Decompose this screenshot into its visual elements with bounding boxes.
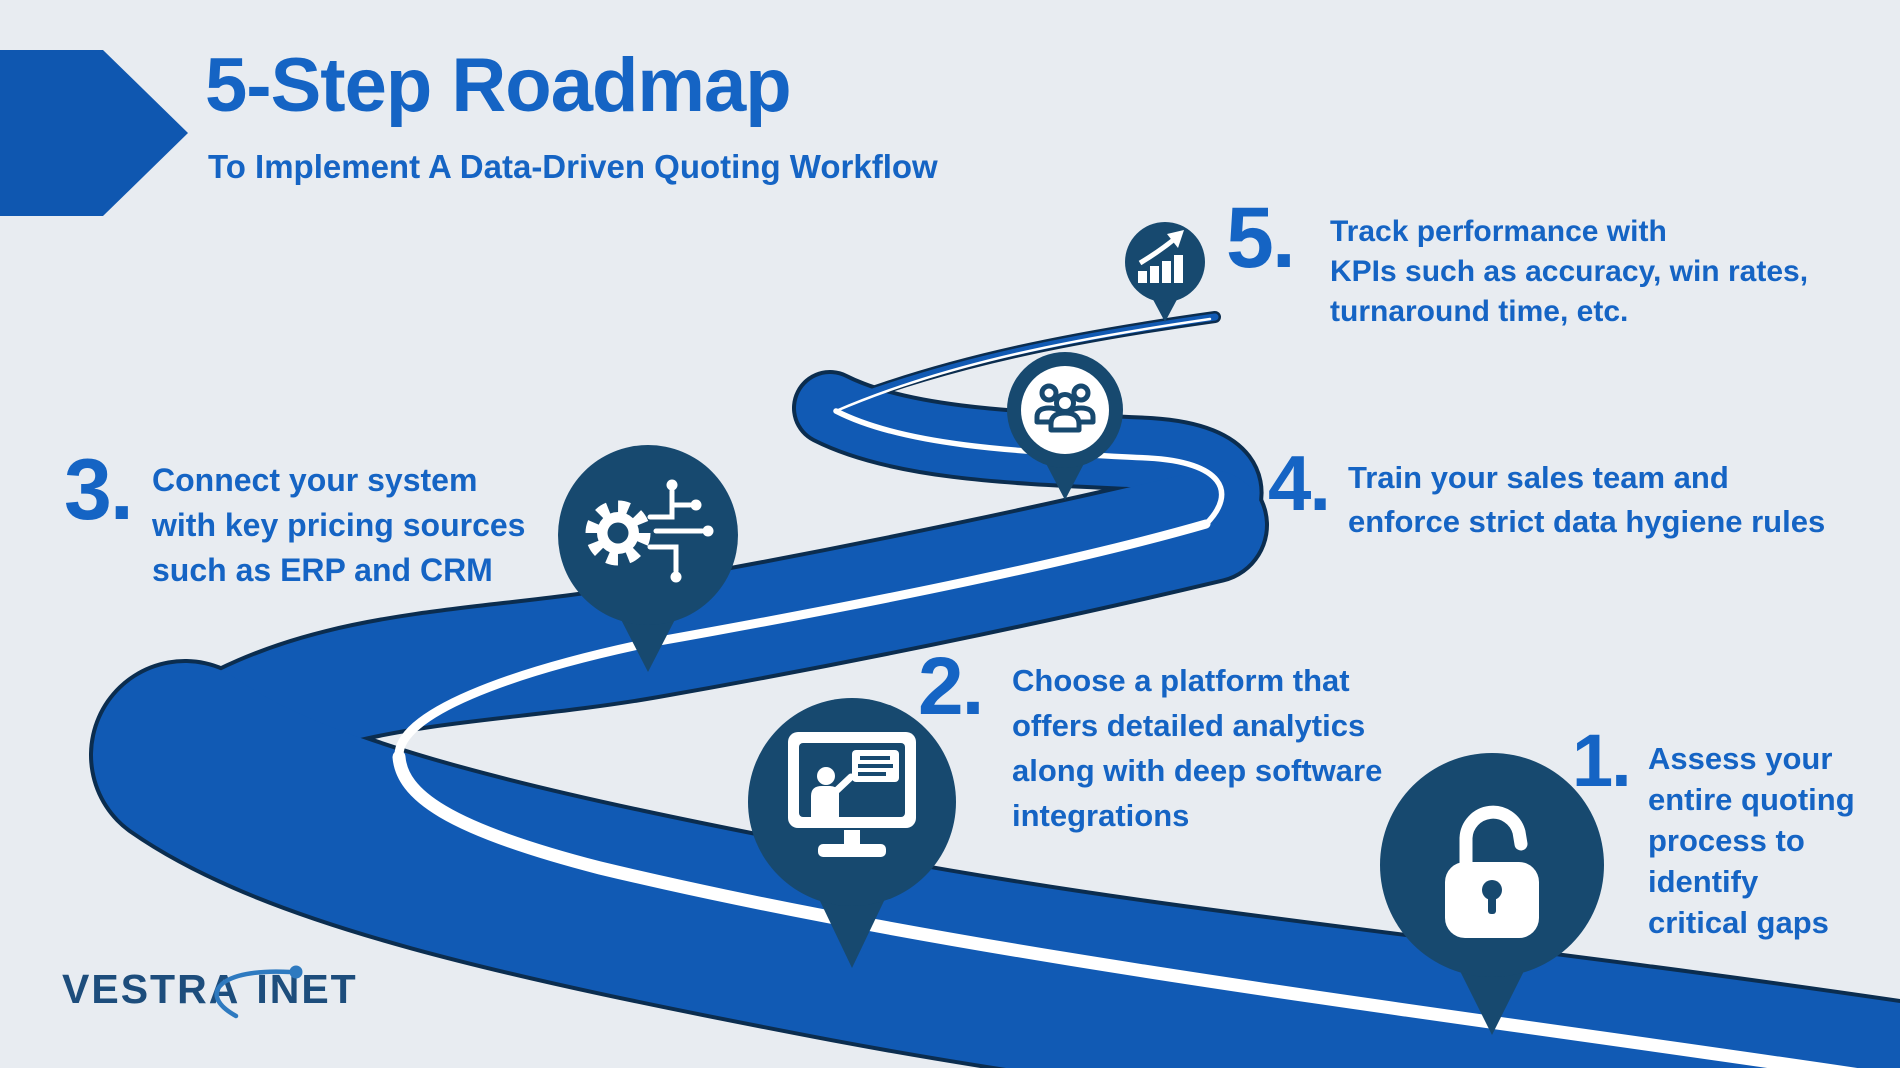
step-4-line: Train your sales team and <box>1348 460 1729 495</box>
header-arrow-shape <box>0 50 188 216</box>
logo-word-primary: VESTRA <box>62 966 241 1012</box>
unlocked-padlock-icon <box>1445 805 1539 938</box>
step-3-line: such as ERP and CRM <box>152 552 493 588</box>
step-5-number: 5. <box>1226 190 1296 286</box>
step-5-pin <box>1125 222 1205 322</box>
presentation-monitor-icon <box>788 732 916 857</box>
step-3-text: Connect your system with key pricing sou… <box>152 458 525 593</box>
step-4-text: Train your sales team and enforce strict… <box>1348 456 1825 544</box>
step-3-number: 3. <box>64 442 134 538</box>
step-5-text: Track performance with KPIs such as accu… <box>1330 212 1808 332</box>
road-center-line <box>392 317 1858 1068</box>
vestra-inet-logo: VESTRA INET <box>62 965 402 1036</box>
page-subtitle: To Implement A Data-Driven Quoting Workf… <box>208 148 938 185</box>
step-4-pin <box>1007 352 1123 500</box>
step-4-line: enforce strict data hygiene rules <box>1348 504 1826 539</box>
step-1-text: Assess your entire quoting process to id… <box>1648 738 1855 943</box>
step-1-line: entire quoting <box>1648 782 1855 817</box>
step-4-number: 4. <box>1268 439 1331 527</box>
step-2-number: 2. <box>918 641 984 732</box>
step-2-pin <box>748 698 956 968</box>
step-2-line: Choose a platform that <box>1012 663 1350 698</box>
step-5-line: turnaround time, etc. <box>1330 295 1629 328</box>
step-1-pin <box>1380 753 1604 1035</box>
step-2-line: along with deep software <box>1012 753 1383 788</box>
growth-chart-icon <box>1138 230 1184 283</box>
step-1-line: critical gaps <box>1648 905 1829 940</box>
step-2-line: offers detailed analytics <box>1012 708 1366 743</box>
page-title: 5-Step Roadmap <box>205 43 792 128</box>
step-1-line: identify <box>1648 864 1759 899</box>
gear-circuit-icon <box>585 479 714 583</box>
step-5-line: KPIs such as accuracy, win rates, <box>1330 255 1809 288</box>
step-5-line: Track performance with <box>1330 215 1667 248</box>
step-2-text: Choose a platform that offers detailed a… <box>1012 658 1382 838</box>
step-2-line: integrations <box>1012 798 1190 833</box>
step-1-number: 1. <box>1572 719 1632 802</box>
step-1-line: Assess your <box>1648 741 1833 776</box>
step-3-line: Connect your system <box>152 462 478 498</box>
sales-team-icon <box>1034 383 1096 433</box>
step-1-line: process to <box>1648 823 1805 858</box>
step-3-line: with key pricing sources <box>152 507 526 543</box>
logo-word-secondary: INET <box>256 966 358 1012</box>
step-3-pin <box>558 445 738 672</box>
